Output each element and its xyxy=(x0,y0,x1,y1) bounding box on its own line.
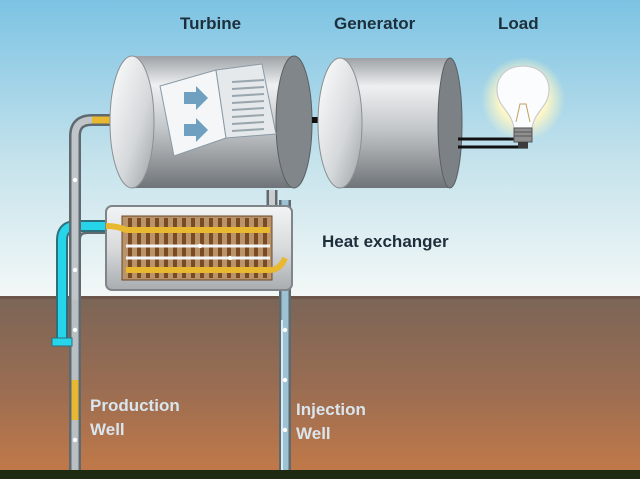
light-bulb-icon xyxy=(481,57,565,148)
heat-exchanger-fin xyxy=(164,218,168,278)
flow-marker xyxy=(282,427,288,433)
flow-marker xyxy=(72,177,78,183)
turbine-blade-line xyxy=(231,107,265,111)
heat-exchanger-fin xyxy=(218,218,222,278)
turbine-blade-line xyxy=(231,128,265,132)
heat-exchanger-fin xyxy=(200,218,204,278)
turbine-blade-line xyxy=(231,114,265,118)
ground-surface-line xyxy=(0,296,640,299)
heat-exchanger-fin xyxy=(236,218,240,278)
flow-marker xyxy=(227,255,233,261)
flow-marker xyxy=(282,327,288,333)
heat-exchanger-fin xyxy=(182,218,186,278)
heat-exchanger-fin xyxy=(191,218,195,278)
heat-exchanger-fin xyxy=(173,218,177,278)
load-label: Load xyxy=(498,14,539,33)
heat-exchanger xyxy=(105,205,293,291)
heat-exchanger-fin xyxy=(209,218,213,278)
injection-well-label-line1: Injection xyxy=(296,400,366,419)
injection-well-label: Injection Well xyxy=(296,398,366,446)
injection-well-label-line2: Well xyxy=(296,424,331,443)
turbine-blade-line xyxy=(231,121,265,125)
production-well-label-line1: Production xyxy=(90,396,180,415)
turbine-blade-line xyxy=(231,79,265,83)
turbine-blades-icon xyxy=(159,63,277,157)
flow-markers xyxy=(72,177,288,443)
bottom-edge xyxy=(0,470,640,479)
turbine-label: Turbine xyxy=(180,14,242,33)
heat-exchanger-fin xyxy=(254,218,258,278)
flow-marker xyxy=(197,243,203,249)
production-well-label: Production Well xyxy=(90,394,180,442)
heat-exchanger-fin xyxy=(146,218,150,278)
turbine-blade-line xyxy=(231,100,265,104)
generator-label: Generator xyxy=(334,14,416,33)
turbine-blade-line xyxy=(231,93,265,97)
heat-exchanger-fin xyxy=(263,218,267,278)
flow-marker xyxy=(72,267,78,273)
heat-exchanger-fin xyxy=(137,218,141,278)
turbine-blade-line xyxy=(231,86,265,90)
heat-exchanger-fin xyxy=(128,218,132,278)
heat-exchanger-fin xyxy=(155,218,159,278)
turbine xyxy=(109,55,313,189)
ground xyxy=(0,297,640,479)
flow-marker xyxy=(282,377,288,383)
generator xyxy=(317,57,463,189)
flow-arrow-icon xyxy=(184,86,208,142)
flow-marker xyxy=(72,437,78,443)
heat-exchanger-label: Heat exchanger xyxy=(322,232,449,251)
heat-exchanger-fin xyxy=(227,218,231,278)
production-well-label-line2: Well xyxy=(90,420,125,439)
flow-marker xyxy=(72,327,78,333)
heat-exchanger-fin xyxy=(245,218,249,278)
